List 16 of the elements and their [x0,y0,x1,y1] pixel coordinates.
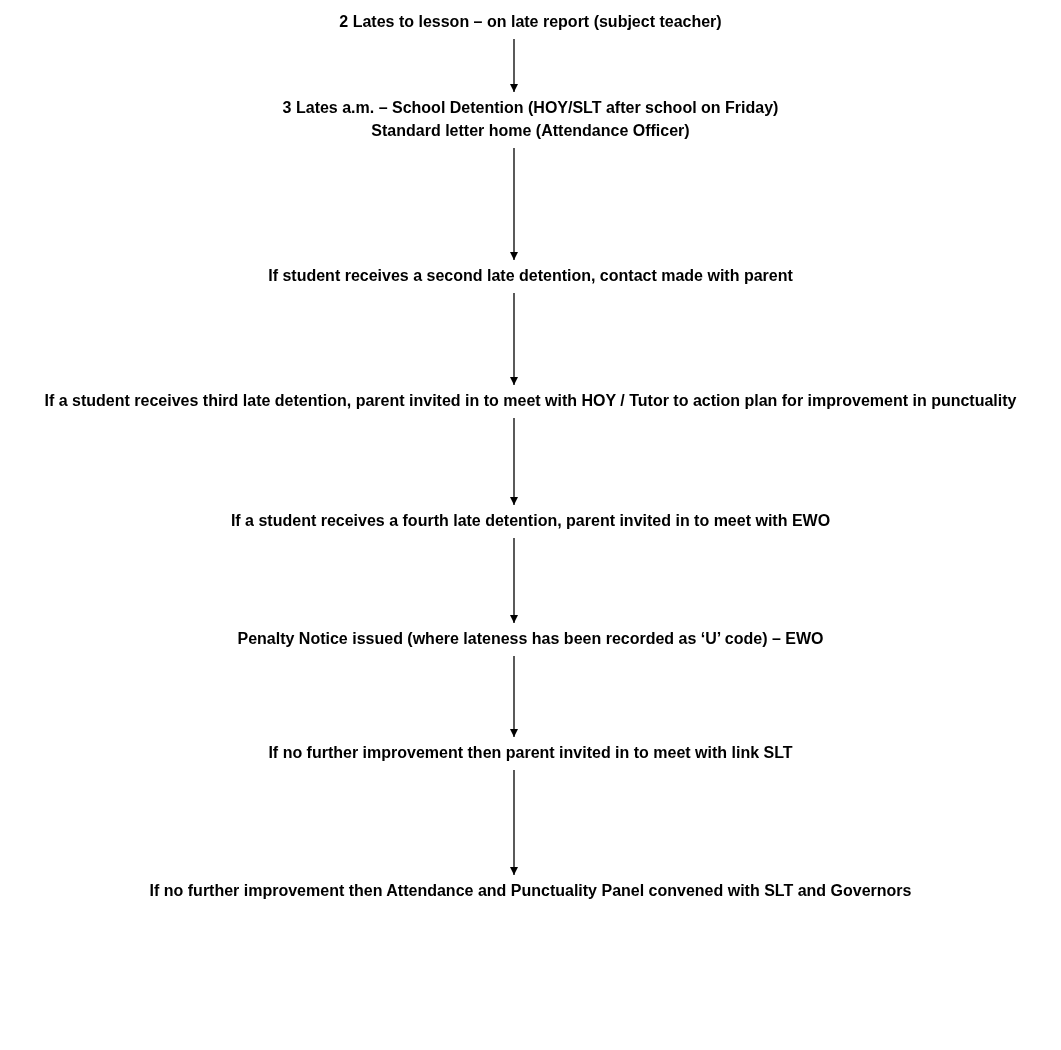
step-text: If no further improvement then parent invited in to meet with link SLT [268,743,793,763]
step-text: Standard letter home (Attendance Officer) [370,121,691,141]
step-text: If a student receives third late detention, parent invited in to meet with HOY / Tutor to action plan for improvement in punctuality [44,391,1017,411]
arrow [510,38,518,93]
arrow [510,147,518,261]
step-text: Penalty Notice issued (where lateness has been recorded as ‘U’ code) – EWO [237,629,824,649]
arrow [510,769,518,876]
arrow [510,537,518,624]
step-text: If no further improvement then Attendance and Punctuality Panel convened with SLT and Governors [149,881,912,901]
arrow [510,417,518,506]
step-text: 3 Lates a.m. – School Detention (HOY/SLT after school on Friday) [282,98,779,118]
step-text: If student receives a second late detention, contact made with parent [268,266,793,286]
step-text: 2 Lates to lesson – on late report (subject teacher) [339,12,722,32]
arrow [510,292,518,386]
arrow [510,655,518,738]
step-text: If a student receives a fourth late detention, parent invited in to meet with EWO [230,511,831,531]
